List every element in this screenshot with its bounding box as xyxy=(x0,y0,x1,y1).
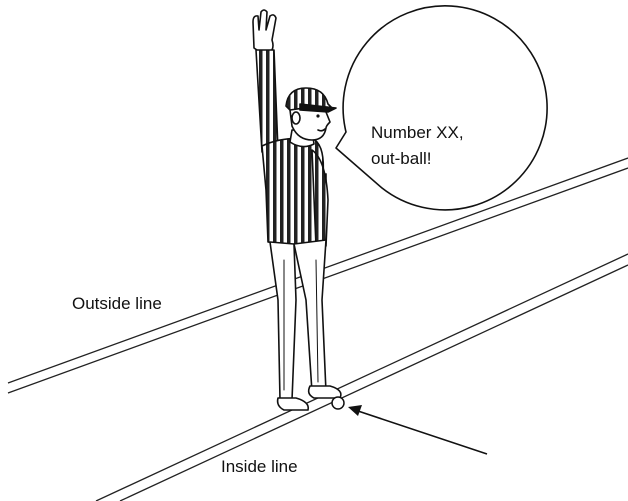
ear xyxy=(292,112,300,124)
bubble-text-line1: Number XX, xyxy=(371,123,464,142)
referee xyxy=(253,10,341,410)
right-leg xyxy=(294,240,326,392)
speech-bubble xyxy=(336,6,547,210)
raised-arm xyxy=(256,50,278,152)
inside-line xyxy=(96,254,628,501)
raised-hand xyxy=(253,10,276,52)
cap-visor xyxy=(300,104,336,112)
outside-line-label: Outside line xyxy=(72,294,162,313)
ball xyxy=(332,397,344,409)
pointer-arrow xyxy=(348,405,487,454)
bubble-text-line2: out-ball! xyxy=(371,149,431,168)
right-shoe xyxy=(309,386,341,398)
eye xyxy=(316,114,319,117)
left-leg xyxy=(270,242,296,400)
left-shoe xyxy=(278,398,309,410)
inside-line-label: Inside line xyxy=(221,457,298,476)
